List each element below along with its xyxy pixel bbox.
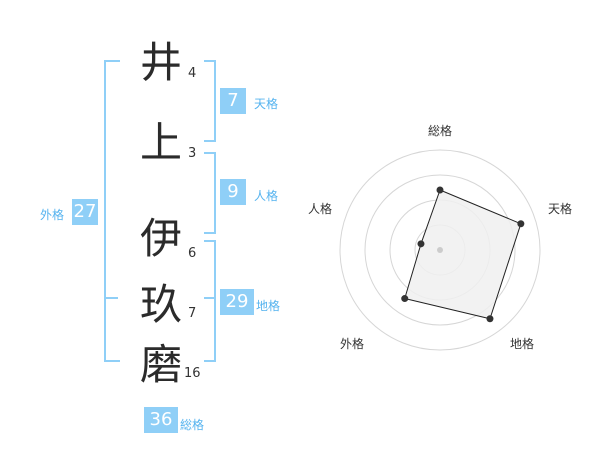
name-char-4: 玖 xyxy=(140,280,183,329)
radar-center-dot xyxy=(437,247,443,253)
stroke-count-1: 4 xyxy=(188,66,197,81)
radar-axis-label-jinkaku: 人格 xyxy=(308,202,333,216)
gaikaku-value: 27 xyxy=(72,199,98,225)
tenkaku-bracket xyxy=(204,60,216,142)
radar-axis-label-gaikaku: 外格 xyxy=(340,337,365,351)
stroke-count-4: 7 xyxy=(188,306,197,321)
radar-point-5 xyxy=(417,240,425,248)
name-char-2: 上 xyxy=(140,118,183,167)
jinkaku-value: 9 xyxy=(220,179,246,205)
radar-series-polygon xyxy=(404,189,522,320)
radar-point-1 xyxy=(436,186,444,194)
stroke-count-5: 16 xyxy=(184,366,201,381)
stroke-count-3: 6 xyxy=(188,246,197,261)
radar-axis-label-tenkaku: 天格 xyxy=(548,202,573,216)
name-char-3: 伊 xyxy=(140,214,183,263)
radar-point-4 xyxy=(401,295,409,303)
soukaku-value: 36 xyxy=(144,407,178,433)
jinkaku-label: 人格 xyxy=(254,189,279,203)
name-char-5: 磨 xyxy=(140,340,183,389)
soukaku-label: 総格 xyxy=(180,418,205,432)
stroke-count-2: 3 xyxy=(188,146,197,161)
radar-point-3 xyxy=(486,315,494,323)
radar-axis-label-soukaku: 総格 xyxy=(428,124,453,138)
radar-ring-3 xyxy=(364,174,516,326)
gaikaku-label: 外格 xyxy=(40,208,65,222)
radar-point-2 xyxy=(517,220,525,228)
chikaku-value: 29 xyxy=(220,289,254,315)
gaikaku-split-tick xyxy=(106,297,118,299)
gaikaku-bracket xyxy=(104,60,120,362)
chikaku-bracket xyxy=(204,240,216,362)
name-char-1: 井 xyxy=(140,38,183,87)
tenkaku-label: 天格 xyxy=(254,97,279,111)
radar-ring-4 xyxy=(339,149,541,351)
chikaku-label: 地格 xyxy=(256,299,281,313)
chikaku-split-tick xyxy=(204,297,214,299)
radar-axis-label-chikaku: 地格 xyxy=(510,337,535,351)
tenkaku-value: 7 xyxy=(220,88,246,114)
jinkaku-bracket xyxy=(204,152,216,234)
